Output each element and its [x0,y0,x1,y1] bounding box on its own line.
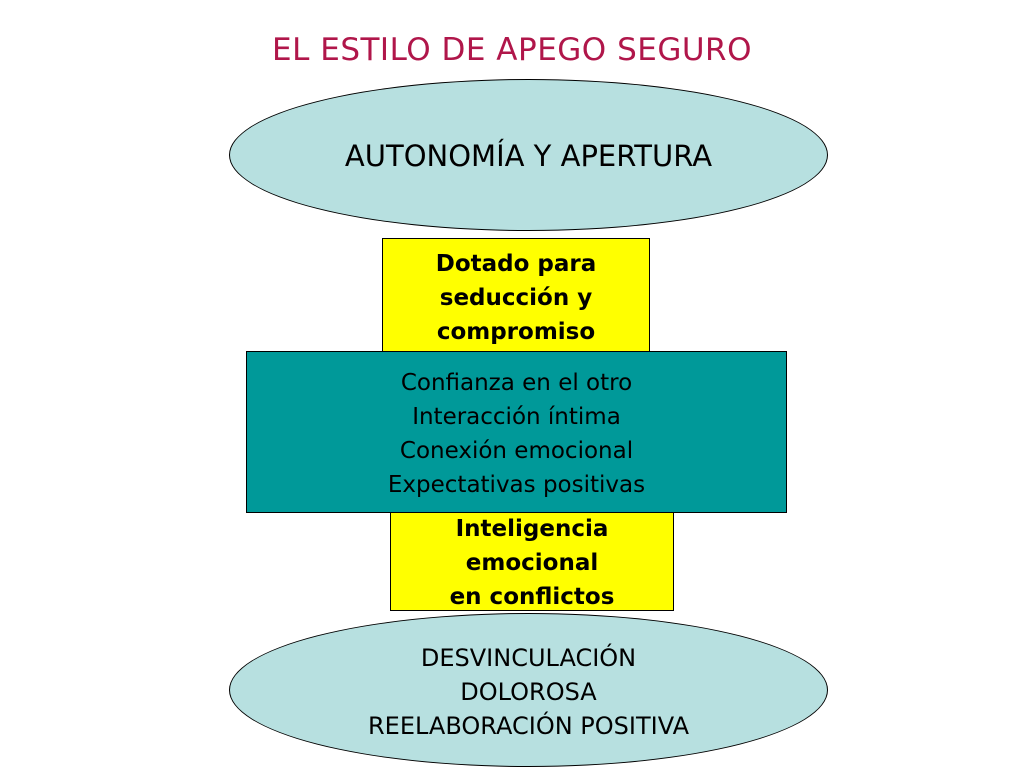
seduction-box: Dotado para seducción y compromiso [382,238,650,358]
disengagement-ellipse-line: DESVINCULACIÓN [420,644,637,672]
trust-box-line: Expectativas positivas [387,472,646,498]
emotional-intelligence-box: Inteligencia emocional en conflictos [390,503,674,611]
diagram-title: EL ESTILO DE APEGO SEGURO [272,32,752,68]
seduction-box-line: Dotado para [435,251,597,277]
seduction-box-line: seducción y [439,285,593,311]
disengagement-ellipse-line: DOLOROSA [460,678,597,706]
disengagement-ellipse-line: REELABORACIÓN POSITIVA [368,712,689,740]
trust-box-line: Conexión emocional [399,438,634,464]
autonomy-ellipse: AUTONOMÍA Y APERTURA [229,79,828,231]
trust-box-line: Interacción íntima [412,404,621,430]
emotional-intelligence-box-line: Inteligencia [455,516,609,542]
autonomy-ellipse-label: AUTONOMÍA Y APERTURA [344,139,713,173]
trust-box-line: Confianza en el otro [400,370,633,396]
disengagement-ellipse: DESVINCULACIÓN DOLOROSA REELABORACIÓN PO… [229,613,828,767]
emotional-intelligence-box-line: emocional [465,550,599,576]
trust-box: Confianza en el otro Interacción íntima … [246,351,787,513]
seduction-box-line: compromiso [436,319,596,345]
emotional-intelligence-box-line: en conflictos [449,584,615,610]
